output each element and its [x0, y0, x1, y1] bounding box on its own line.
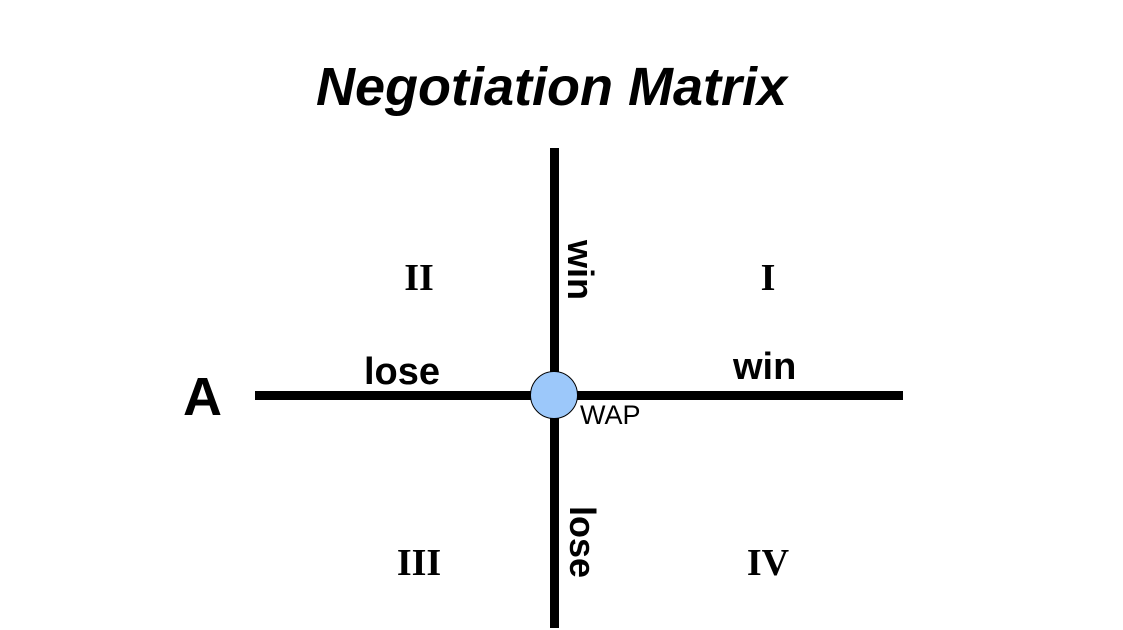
vertical-win-label: win [560, 240, 601, 300]
horizontal-win-label: win [733, 346, 797, 388]
wap-label: WAP [580, 400, 641, 430]
wap-center-point [530, 371, 578, 419]
vertical-lose-label: lose [562, 506, 603, 579]
party-a-label: A [183, 367, 222, 427]
quadrant-iii-label: III [396, 542, 442, 584]
horizontal-axis-line [255, 391, 903, 400]
horizontal-lose-label: lose [364, 351, 441, 393]
quadrant-i-label: I [760, 257, 776, 299]
quadrant-ii-label: II [404, 257, 434, 299]
quadrant-iv-label: IV [746, 542, 790, 584]
diagram-title: Negotiation Matrix [315, 57, 788, 117]
